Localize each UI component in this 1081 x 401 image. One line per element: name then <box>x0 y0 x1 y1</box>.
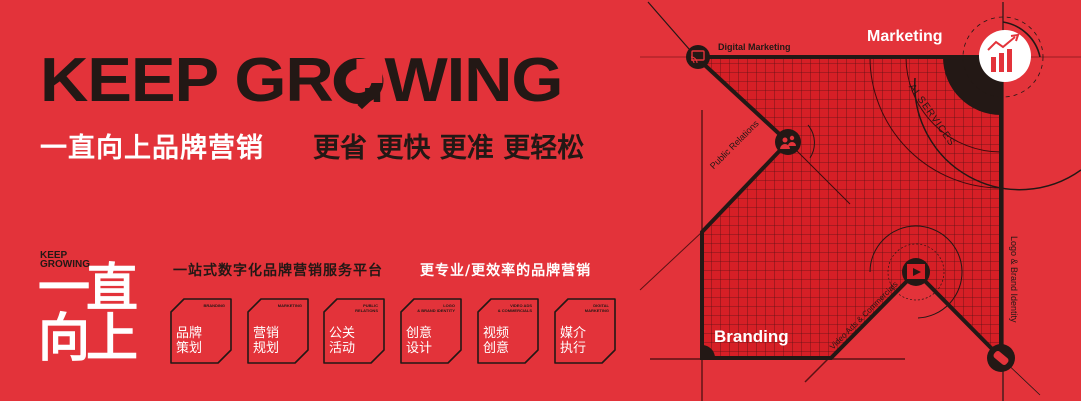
card-chinese-label: 营销规划 <box>253 326 280 356</box>
card-chinese-label: 公关活动 <box>329 326 356 356</box>
digital-marketing-label: Digital Marketing <box>718 42 791 52</box>
card-english-label: BRANDING <box>203 303 225 308</box>
card-english-label: MARKETING <box>277 303 302 308</box>
card-frame <box>170 298 232 364</box>
digital-marketing-node <box>686 45 710 69</box>
logo-brand-label: Logo & Brand Identity <box>1009 236 1019 323</box>
big-slogan-chars: 一直 向上 <box>38 259 138 369</box>
mini-logo: KEEP GROWING <box>40 250 90 270</box>
platform-subtitle: 一站式数字化品牌营销服务平台 <box>173 263 383 279</box>
platform-subtitle-highlight: 更专业/更效率的品牌营销 <box>420 263 592 279</box>
card-chinese-label: 媒介执行 <box>560 326 587 356</box>
card-frame <box>400 298 462 364</box>
card-frame <box>554 298 616 364</box>
video-ads-node <box>902 258 930 286</box>
hero-tagline: 一直向上品牌营销 <box>40 133 264 164</box>
card-frame <box>247 298 309 364</box>
branding-label: Branding <box>714 327 789 346</box>
public-relations-node <box>775 129 801 155</box>
card-frame <box>323 298 385 364</box>
card-chinese-label: 品牌策划 <box>176 326 203 356</box>
hero-slogan: 更省 更快 更准 更轻松 <box>313 133 585 164</box>
service-card[interactable]: VIDEO ADS & COMMERCIALS 视频创意 <box>477 298 539 364</box>
service-card[interactable]: DIGITAL MARKETING 媒介执行 <box>554 298 616 364</box>
card-english-label: VIDEO ADS & COMMERCIALS <box>497 303 532 313</box>
service-card[interactable]: PUBLIC RELATIONS 公关活动 <box>323 298 385 364</box>
marketing-chart-node <box>979 30 1031 82</box>
marketing-label: Marketing <box>867 28 943 45</box>
card-english-label: DIGITAL MARKETING <box>584 303 609 313</box>
service-card[interactable]: BRANDING 品牌策划 <box>170 298 232 364</box>
card-english-label: PUBLIC RELATIONS <box>355 303 378 313</box>
logo-brand-node <box>987 344 1015 372</box>
card-english-label: LOGO & BRAND IDENTITY <box>417 303 455 313</box>
growth-arrow-icon <box>333 58 384 110</box>
card-frame <box>477 298 539 364</box>
service-card[interactable]: LOGO & BRAND IDENTITY 创意设计 <box>400 298 462 364</box>
card-chinese-label: 创意设计 <box>406 326 433 356</box>
card-chinese-label: 视频创意 <box>483 326 510 356</box>
service-card[interactable]: MARKETING 营销规划 <box>247 298 309 364</box>
